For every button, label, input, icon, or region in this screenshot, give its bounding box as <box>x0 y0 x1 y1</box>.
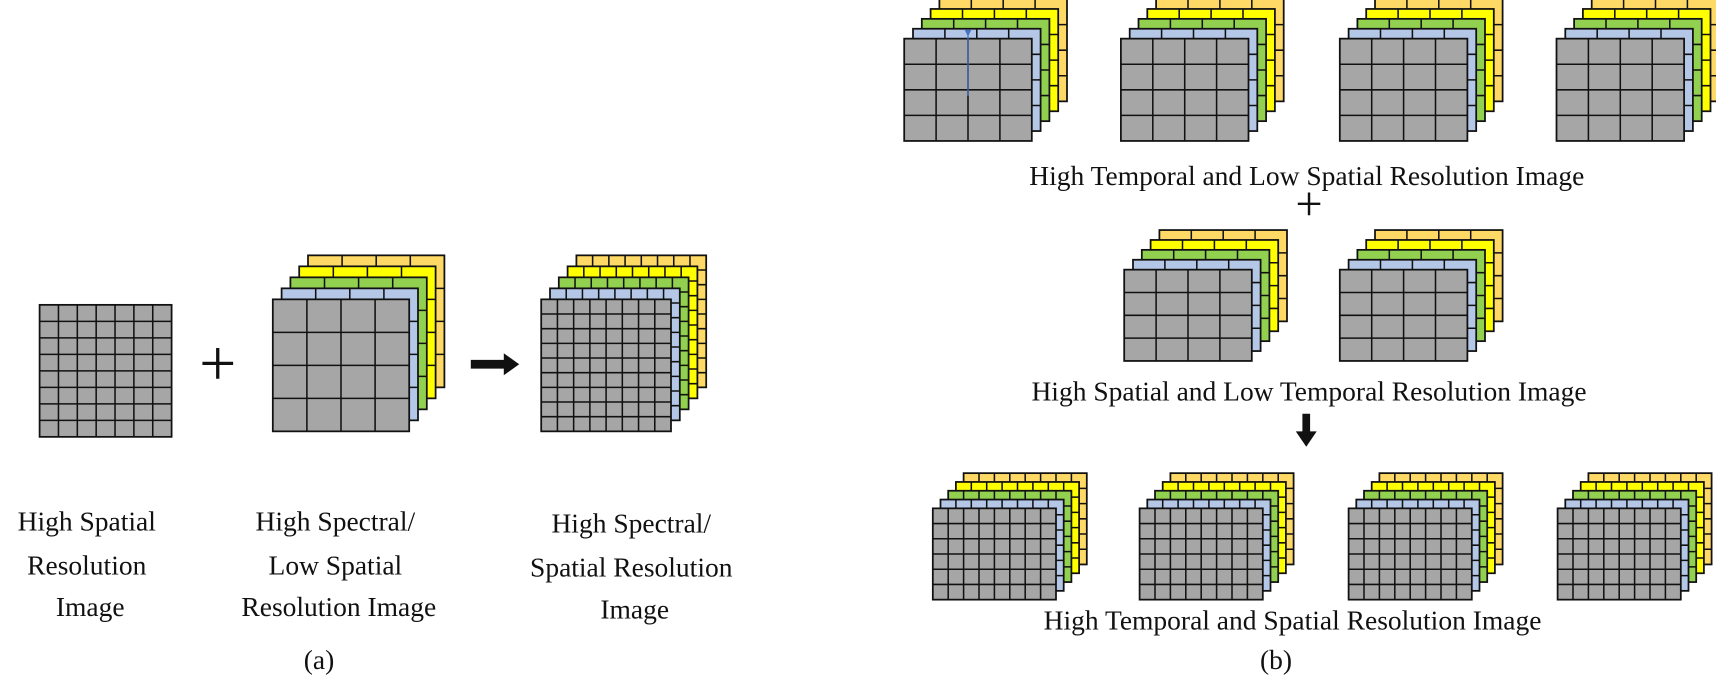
band-front <box>1347 507 1473 601</box>
plus-sign-a: + <box>199 327 236 400</box>
row2-stack-1 <box>1123 229 1288 362</box>
band-front <box>1556 507 1682 601</box>
label-row2: High Spatial and Low Temporal Resolution… <box>1031 376 1586 407</box>
label-row3: High Temporal and Spatial Resolution Ima… <box>1044 604 1542 635</box>
label-high-spectral-spatial: High Spectral/ Spatial Resolution Image <box>530 508 739 625</box>
high-spatial-image <box>38 303 173 438</box>
band-front <box>1555 37 1685 142</box>
row1-stack-1 <box>903 0 1068 142</box>
band-front <box>1123 268 1253 362</box>
row1-stack-3 <box>1338 0 1504 142</box>
marker-arrow-icon <box>964 29 972 37</box>
band-front <box>1120 37 1250 142</box>
band-front <box>1138 507 1264 601</box>
row2-stack-2 <box>1338 229 1504 362</box>
high-spectral-low-spatial-stack <box>271 254 446 433</box>
row3-stack-3 <box>1347 472 1504 601</box>
arrow-down-icon <box>1295 413 1317 447</box>
band-front <box>1338 268 1469 362</box>
caption-b: (b) <box>1260 644 1292 675</box>
label-high-spectral-low-spatial: High Spectral/ Low Spatial Resolution Im… <box>241 505 436 622</box>
fused-spectral-spatial-stack <box>540 254 708 433</box>
plus-sign-b: + <box>1295 178 1322 231</box>
row3-stack-4 <box>1556 472 1713 601</box>
arrow-right-icon <box>470 353 520 376</box>
caption-a: (a) <box>304 644 335 675</box>
label-high-spatial: High Spatial Resolution Image <box>18 505 163 622</box>
label-row1: High Temporal and Low Spatial Resolution… <box>1029 160 1584 191</box>
band-front <box>1338 37 1469 142</box>
shapes-layer <box>38 0 1716 601</box>
band-front <box>931 507 1057 601</box>
band-front <box>271 298 411 433</box>
band-front <box>540 298 672 433</box>
row1-stack-4 <box>1555 0 1716 142</box>
row1-stack-2 <box>1120 0 1285 142</box>
row3-stack-2 <box>1138 472 1295 601</box>
row3-stack-1 <box>931 472 1088 601</box>
